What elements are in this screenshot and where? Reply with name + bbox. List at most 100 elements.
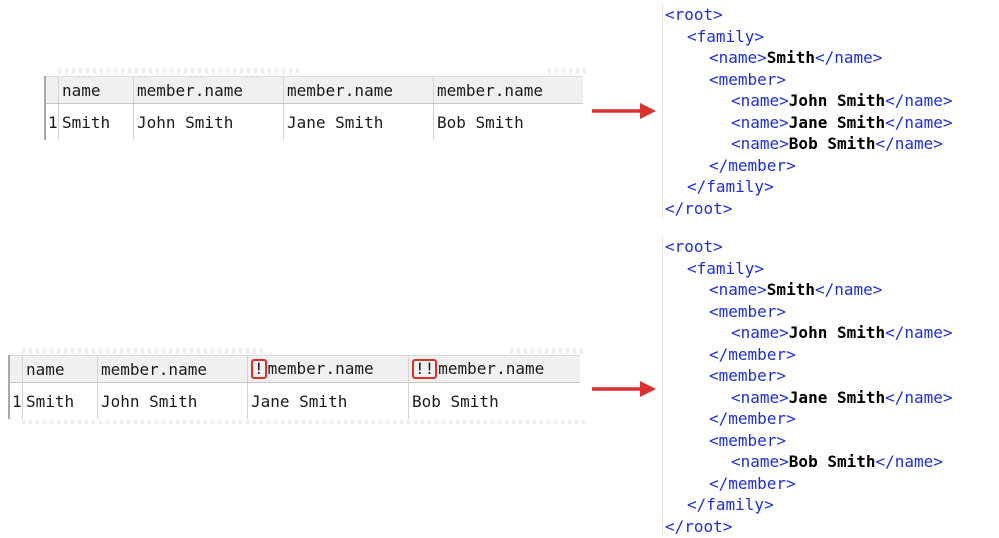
xml-line: <name>Bob Smith</name> bbox=[665, 451, 953, 473]
table2-header-member-3-label: member.name bbox=[438, 359, 545, 378]
xml-value: Bob Smith bbox=[788, 134, 876, 153]
xml-line: <family> bbox=[665, 26, 953, 48]
xml-tag: </member> bbox=[709, 344, 796, 364]
xml-tag: <family> bbox=[687, 258, 765, 278]
xml-line: <name>Jane Smith</name> bbox=[665, 112, 953, 134]
table1-grid: name member.name member.name member.name… bbox=[44, 76, 583, 140]
xml-line: <member> bbox=[665, 430, 953, 452]
table1-header-name: name bbox=[58, 76, 134, 104]
row-number-header bbox=[44, 76, 59, 104]
xml-line: <member> bbox=[665, 69, 953, 91]
table1-header-member-2: member.name bbox=[283, 76, 434, 104]
row-number-header bbox=[8, 355, 23, 383]
xml-line: <name>Smith</name> bbox=[665, 47, 953, 69]
xml-tag: <member> bbox=[709, 366, 787, 385]
xml-value: John Smith bbox=[788, 91, 886, 110]
xml-value: Jane Smith bbox=[788, 112, 886, 132]
table1-cell-member-3: Bob Smith bbox=[433, 103, 583, 140]
table2-crop-edge-right bbox=[510, 348, 586, 354]
xml-value: Smith bbox=[766, 48, 815, 67]
xml-line: </member> bbox=[665, 408, 953, 430]
xml-tag: <name> bbox=[731, 91, 789, 110]
xml-tag: <member> bbox=[709, 301, 787, 321]
xml-tag: </family> bbox=[687, 495, 774, 514]
xml-output-1: <root><family><name>Smith</name><member>… bbox=[662, 4, 953, 219]
table2-cell-member-3: Bob Smith bbox=[408, 382, 580, 419]
arrow-icon bbox=[592, 103, 656, 119]
xml-tag: </root> bbox=[665, 198, 733, 218]
marker-box-double: !! bbox=[412, 359, 438, 379]
xml-tag: <root> bbox=[665, 5, 723, 24]
table2-cell-member-1: John Smith bbox=[97, 382, 248, 419]
xml-tag: </family> bbox=[687, 177, 774, 196]
xml-value: John Smith bbox=[788, 323, 886, 342]
xml-line: <name>Bob Smith</name> bbox=[665, 133, 953, 155]
xml-tag: </root> bbox=[665, 516, 733, 536]
xml-tag: </name> bbox=[875, 134, 943, 153]
xml-value: Smith bbox=[766, 280, 815, 299]
table1-crop-edge bbox=[58, 68, 303, 74]
table-row: 1 Smith John Smith Jane Smith Bob Smith bbox=[44, 103, 583, 140]
xml-tag: </member> bbox=[709, 409, 796, 428]
table2-crop-edge-bottom bbox=[22, 420, 587, 424]
marker-box-single: ! bbox=[251, 359, 267, 379]
xml-line: </member> bbox=[665, 155, 953, 177]
table1-cell-member-1: John Smith bbox=[133, 103, 284, 140]
xml-tag: <name> bbox=[731, 134, 789, 153]
xml-line: </member> bbox=[665, 473, 953, 495]
row-number: 1 bbox=[44, 103, 59, 140]
xml-tag: <name> bbox=[731, 387, 789, 407]
xml-value: Bob Smith bbox=[788, 452, 876, 471]
table2-header-member-1: member.name bbox=[97, 355, 248, 383]
table2-crop-edge bbox=[22, 348, 267, 354]
xml-line: </member> bbox=[665, 344, 953, 366]
table2-grid: name member.name !member.name !!member.n… bbox=[8, 355, 580, 419]
xml-tag: </name> bbox=[885, 387, 953, 407]
xml-output-2: <root><family><name>Smith</name><member>… bbox=[662, 236, 953, 537]
table2-cell-name: Smith bbox=[22, 382, 98, 419]
table2-header-member-3: !!member.name bbox=[408, 355, 580, 383]
xml-line: <family> bbox=[665, 258, 953, 280]
arrow-icon bbox=[592, 381, 656, 397]
xml-tag: <name> bbox=[709, 48, 767, 67]
xml-tag: <name> bbox=[731, 112, 789, 132]
table1-cell-member-2: Jane Smith bbox=[283, 103, 434, 140]
table1-crop-edge-right bbox=[548, 68, 590, 74]
xml-line: <member> bbox=[665, 301, 953, 323]
xml-tag: <member> bbox=[709, 69, 787, 89]
xml-line: <root> bbox=[665, 236, 953, 258]
xml-tag: </name> bbox=[814, 48, 883, 67]
xml-line: <member> bbox=[665, 365, 953, 387]
xml-line: </root> bbox=[665, 516, 953, 538]
table1-header-member-1: member.name bbox=[133, 76, 284, 104]
xml-line: </family> bbox=[665, 176, 953, 198]
xml-tag: </name> bbox=[885, 91, 953, 110]
table2-header-name: name bbox=[22, 355, 98, 383]
xml-line: </family> bbox=[665, 494, 953, 516]
xml-tag: <member> bbox=[709, 430, 787, 450]
xml-line: <root> bbox=[665, 4, 953, 26]
xml-tag: <name> bbox=[731, 452, 789, 471]
table2-header-member-2-label: member.name bbox=[267, 359, 374, 378]
xml-tag: <root> bbox=[665, 237, 723, 256]
table2-header-row: name member.name !member.name !!member.n… bbox=[8, 355, 580, 383]
xml-tag: </member> bbox=[709, 155, 796, 175]
xml-line: </root> bbox=[665, 198, 953, 220]
table2-cell-member-2: Jane Smith bbox=[247, 382, 409, 419]
xml-tag: </name> bbox=[885, 323, 953, 342]
table1-cell-name: Smith bbox=[58, 103, 134, 140]
xml-tag: </name> bbox=[875, 452, 943, 471]
xml-line: <name>John Smith</name> bbox=[665, 90, 953, 112]
xml-line: <name>Jane Smith</name> bbox=[665, 387, 953, 409]
row-number: 1 bbox=[8, 382, 23, 419]
xml-tag: </name> bbox=[885, 112, 953, 132]
xml-line: <name>Smith</name> bbox=[665, 279, 953, 301]
xml-tag: <family> bbox=[687, 26, 765, 46]
xml-tag: <name> bbox=[709, 280, 767, 299]
table2-header-member-2: !member.name bbox=[247, 355, 409, 383]
table1-header-member-3: member.name bbox=[433, 76, 583, 104]
xml-tag: </member> bbox=[709, 473, 796, 493]
table1-header-row: name member.name member.name member.name bbox=[44, 76, 583, 104]
xml-tag: <name> bbox=[731, 323, 789, 342]
xml-line: <name>John Smith</name> bbox=[665, 322, 953, 344]
